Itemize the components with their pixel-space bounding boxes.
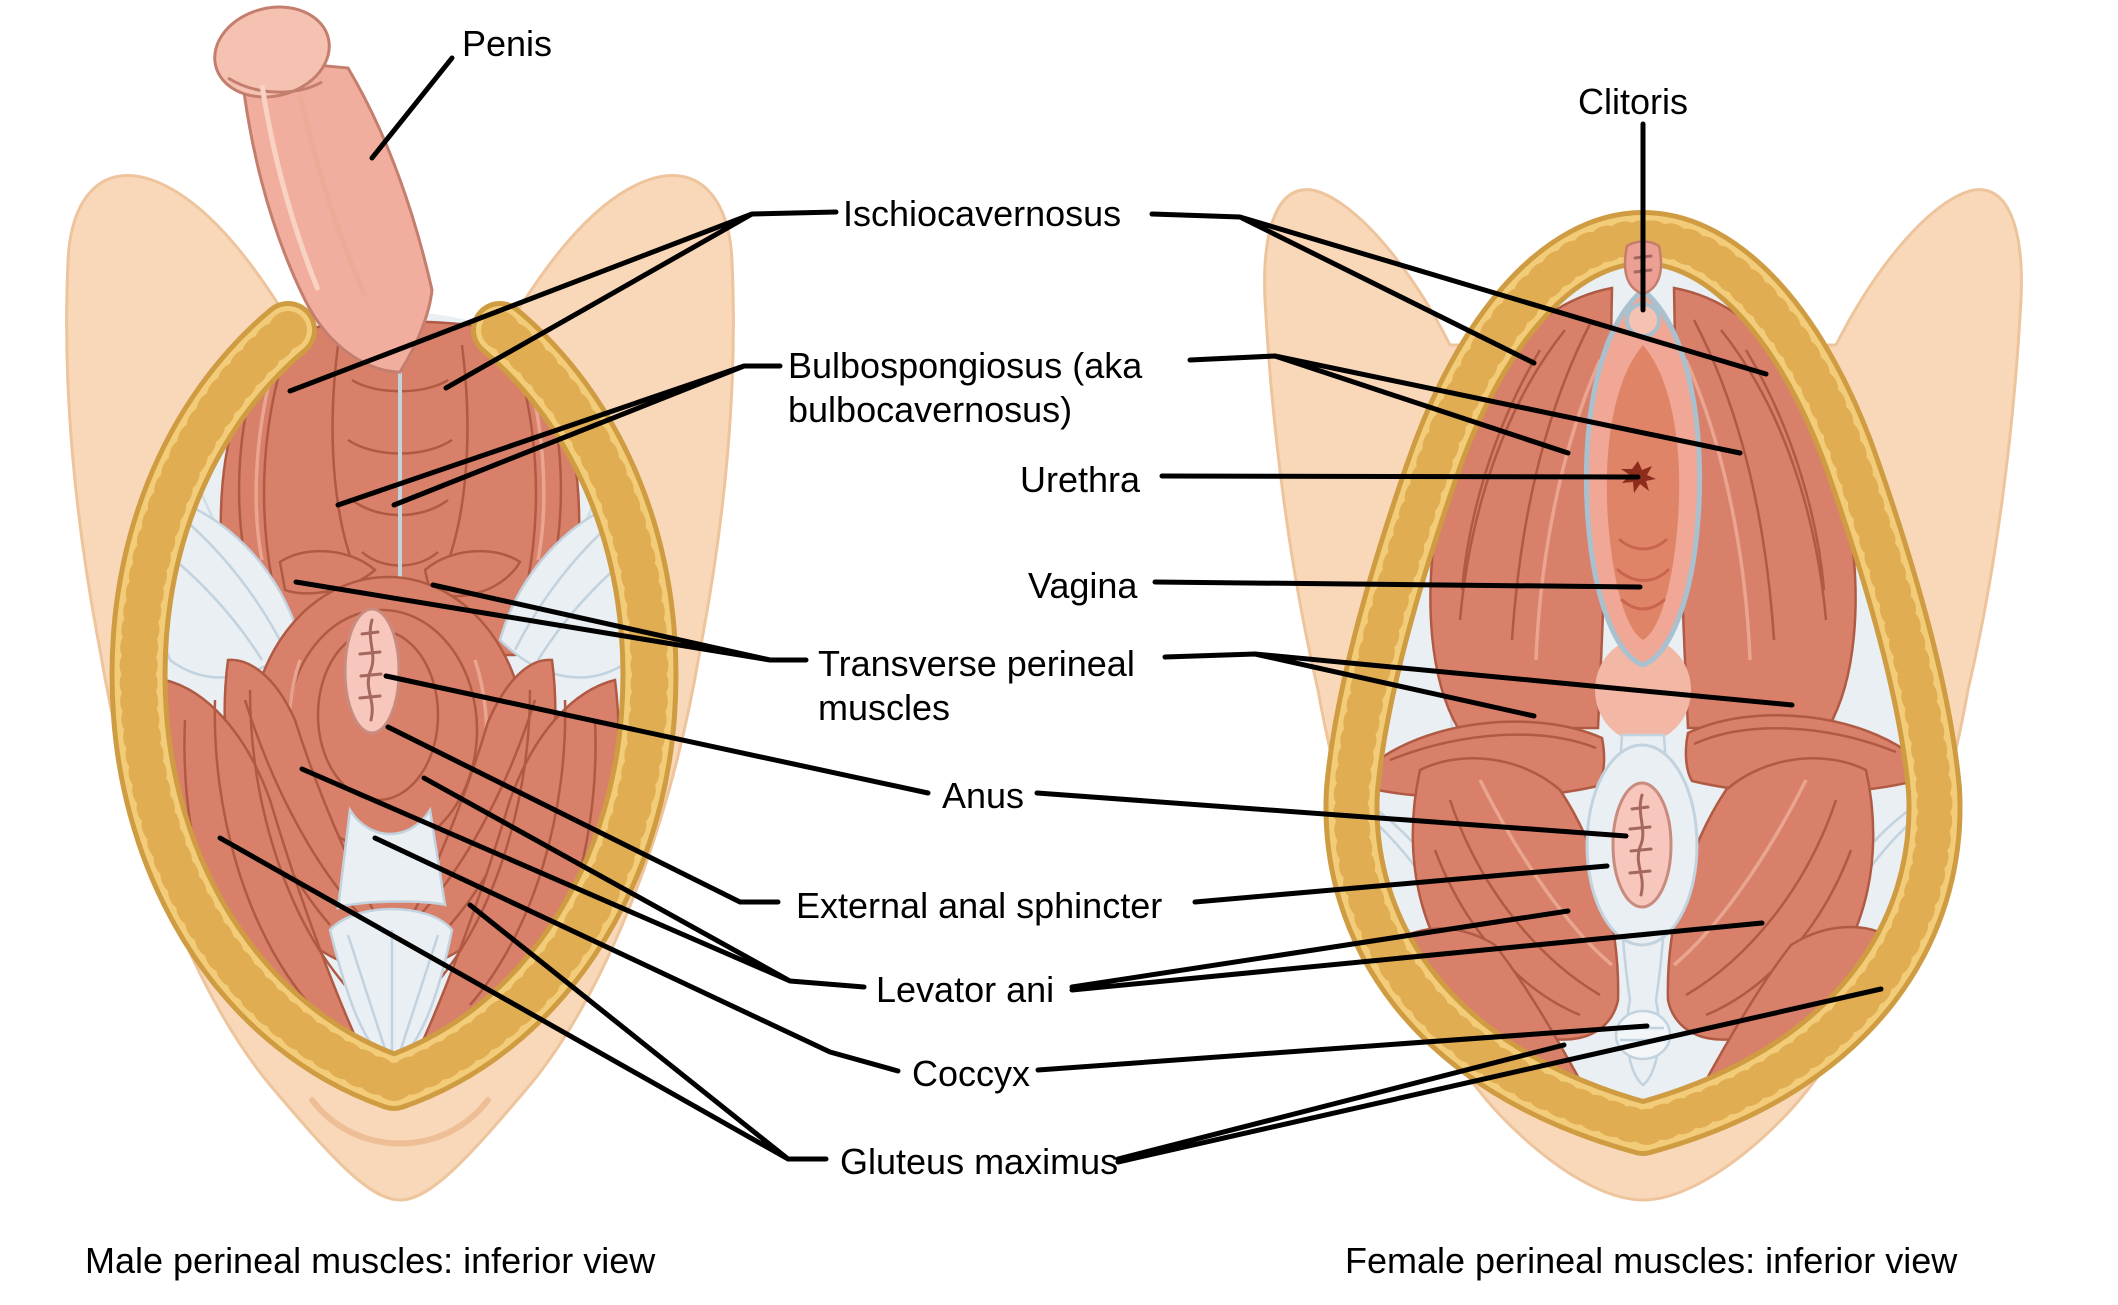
leader-levator-ani bbox=[299, 766, 1765, 993]
label-vagina: Vagina bbox=[1028, 565, 1138, 606]
label-anus: Anus bbox=[942, 775, 1025, 816]
female-anus bbox=[1585, 743, 1699, 947]
label-bulbospongiosus-line1: Bulbospongiosus (aka bbox=[788, 345, 1143, 386]
female-anus-crack-ticks bbox=[1628, 805, 1653, 875]
leader-coccyx bbox=[372, 835, 1650, 1074]
male-figure bbox=[65, 5, 735, 1202]
leader-transverse-perineal bbox=[293, 579, 1795, 719]
label-transverse-line2: muscles bbox=[818, 686, 951, 728]
label-bulbospongiosus: Bulbospongiosus (aka bulbocavernosus) bbox=[788, 344, 1142, 432]
label-coccyx: Coccyx bbox=[912, 1053, 1031, 1094]
label-levator-ani: Levator ani bbox=[876, 969, 1055, 1010]
female-figure bbox=[1263, 188, 2023, 1202]
caption-male: Male perineal muscles: inferior view bbox=[85, 1240, 656, 1281]
leader-external-anal-sphincter bbox=[385, 724, 1610, 905]
male-buttock-crease bbox=[309, 1097, 491, 1147]
leader-anus bbox=[383, 673, 1629, 839]
label-penis: Penis bbox=[462, 23, 553, 64]
label-gluteus-maximus: Gluteus maximus bbox=[840, 1141, 1119, 1182]
male-anus-crack-ticks bbox=[358, 630, 383, 700]
female-vulva bbox=[1583, 286, 1703, 668]
leader-bulbospongiosus bbox=[335, 353, 1743, 508]
label-ischiocavernosus: Ischiocavernosus bbox=[843, 193, 1122, 234]
label-bulbospongiosus-line2: bulbocavernosus) bbox=[788, 388, 1073, 430]
vaginal-folds bbox=[1616, 538, 1670, 611]
male-fat-ring bbox=[109, 301, 679, 1111]
corona-line bbox=[227, 76, 323, 94]
caption-female: Female perineal muscles: inferior view bbox=[1345, 1240, 1958, 1281]
leader-lines bbox=[217, 55, 1884, 1165]
leader-gluteus-maximus bbox=[217, 835, 1884, 1165]
leader-vagina bbox=[1152, 579, 1643, 590]
label-external-anal-sphincter: External anal sphincter bbox=[796, 885, 1163, 926]
male-anus bbox=[343, 607, 401, 735]
shaft-highlight bbox=[259, 84, 321, 291]
leader-ischiocavernosus bbox=[287, 209, 1769, 394]
label-transverse-line1: Transverse perineal bbox=[818, 643, 1135, 684]
leader-urethra bbox=[1159, 473, 1641, 480]
female-coccyx bbox=[1614, 1009, 1672, 1061]
label-clitoris: Clitoris bbox=[1578, 81, 1689, 122]
label-urethra: Urethra bbox=[1020, 459, 1141, 500]
shaft-shading bbox=[297, 94, 368, 297]
label-transverse-perineal: Transverse perineal muscles bbox=[818, 642, 1135, 730]
leader-penis bbox=[369, 55, 455, 161]
male-penis bbox=[213, 5, 434, 374]
